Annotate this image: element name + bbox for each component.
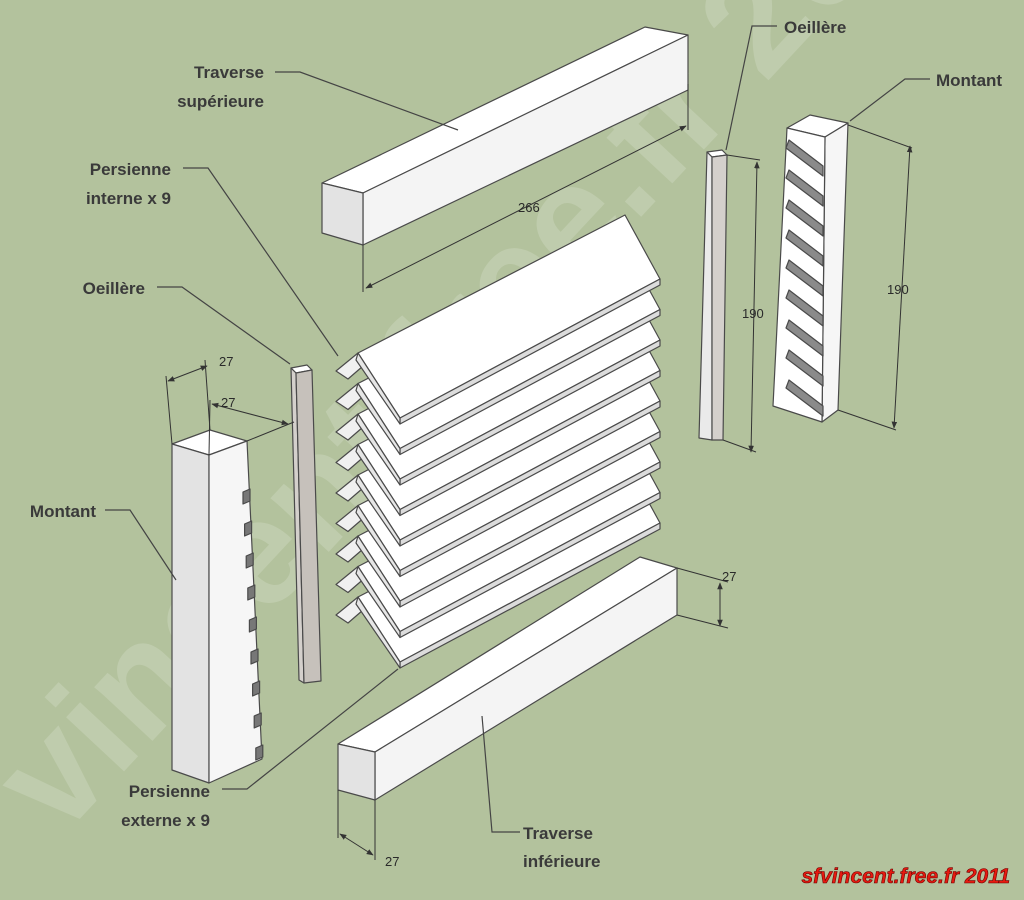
montant-right-groove bbox=[785, 379, 824, 417]
dimension-lines bbox=[165, 84, 913, 860]
dim-montant-height: 190 bbox=[887, 282, 909, 297]
montant-left-notch bbox=[253, 712, 262, 729]
montant-right-groove bbox=[785, 229, 824, 267]
dim-top-length: 266 bbox=[518, 200, 540, 215]
persienne-slat-bevel bbox=[355, 596, 401, 669]
montant-left-notch bbox=[250, 648, 259, 665]
persienne-slat-bevel bbox=[355, 504, 401, 578]
montant-left-notch bbox=[247, 584, 256, 601]
label-persienne-interne-2: interne x 9 bbox=[86, 189, 171, 208]
montant-right-groove bbox=[785, 289, 824, 327]
montant-left-part bbox=[171, 429, 264, 784]
label-persienne-externe-1: Persienne bbox=[129, 782, 210, 801]
montant-left-notch bbox=[252, 680, 261, 697]
dim-bottom-width: 27 bbox=[385, 854, 399, 869]
persienne-slat-bevel bbox=[355, 535, 401, 608]
dim-left-width-b: 27 bbox=[221, 395, 235, 410]
montant-right-groove bbox=[785, 349, 824, 387]
persienne-slat-bevel bbox=[355, 413, 401, 486]
dimension-values: 266 190 190 27 27 27 27 bbox=[219, 200, 909, 869]
label-montant-right: Montant bbox=[936, 71, 1002, 90]
label-montant-left: Montant bbox=[30, 502, 96, 521]
montant-right-groove bbox=[785, 139, 824, 177]
label-traverse-inferieure-1: Traverse bbox=[523, 824, 593, 843]
label-persienne-interne-1: Persienne bbox=[90, 160, 171, 179]
montant-right-groove bbox=[785, 199, 824, 237]
dim-left-width-a: 27 bbox=[219, 354, 233, 369]
montant-right-part bbox=[772, 114, 849, 423]
label-persienne-externe-2: externe x 9 bbox=[121, 811, 210, 830]
montant-left-notches bbox=[242, 488, 264, 761]
montant-right-groove bbox=[785, 259, 824, 297]
montant-right-grooves bbox=[785, 139, 824, 417]
part-labels: Traverse supérieure Persienne interne x … bbox=[30, 18, 1003, 871]
persienne-slat-bevel bbox=[355, 565, 401, 639]
persienne-slat-bevel bbox=[355, 443, 401, 517]
label-traverse-superieure-1: Traverse bbox=[194, 63, 264, 82]
montant-right-groove bbox=[785, 319, 824, 357]
montant-left-notch bbox=[245, 552, 254, 569]
montant-left-notch bbox=[255, 744, 264, 761]
montant-right-groove bbox=[785, 169, 824, 207]
credit-text: sfvincent.free.fr 2011 bbox=[801, 865, 1010, 888]
persienne-slat-bevel bbox=[355, 382, 401, 456]
oeillere-right-part bbox=[698, 149, 728, 441]
label-oeillere-left: Oeillère bbox=[83, 279, 145, 298]
persienne-slat-bevel bbox=[355, 474, 401, 547]
persiennes-stack bbox=[335, 214, 661, 669]
label-traverse-inferieure-2: inférieure bbox=[523, 852, 600, 871]
montant-left-notch bbox=[244, 520, 253, 537]
leader-lines bbox=[105, 25, 930, 833]
persienne-slat-bevel bbox=[355, 352, 401, 425]
oeillere-left-part bbox=[290, 364, 322, 684]
montant-left-notch bbox=[242, 488, 251, 505]
dim-oeillere-height: 190 bbox=[742, 306, 764, 321]
montant-left-notch bbox=[248, 616, 257, 633]
label-oeillere-right: Oeillère bbox=[784, 18, 846, 37]
label-traverse-superieure-2: supérieure bbox=[177, 92, 264, 111]
dim-bottom-height: 27 bbox=[722, 569, 736, 584]
